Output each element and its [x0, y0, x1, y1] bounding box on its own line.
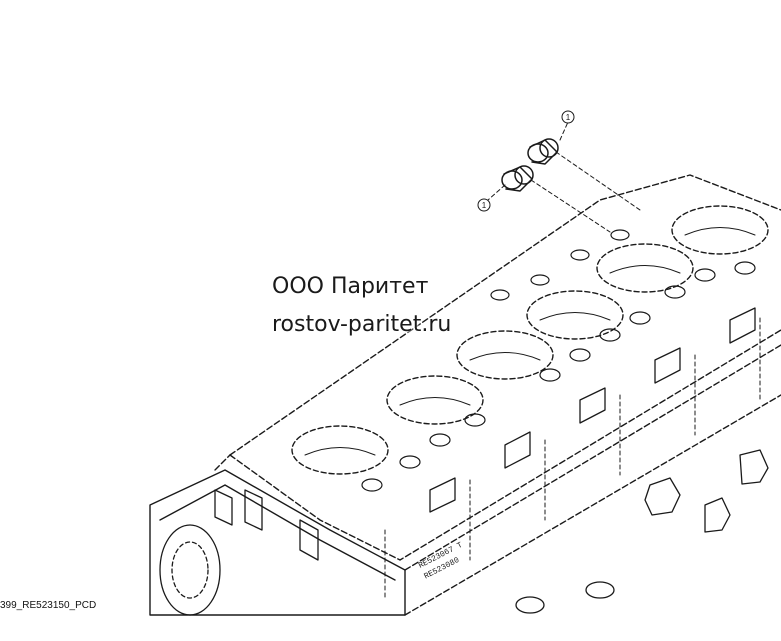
lower-fittings [159, 449, 769, 616]
cylinder-bores [291, 205, 769, 475]
cylinder-bore-1 [291, 425, 389, 475]
side-ribs [384, 317, 761, 601]
exploded-plug-lower [501, 165, 534, 192]
deck-holes [361, 229, 756, 492]
block-top-deck [214, 174, 781, 561]
callout-1: 1 [566, 113, 571, 122]
callout-1-circle [561, 110, 575, 124]
exploded-plug-upper [527, 138, 559, 165]
bore-details [304, 227, 756, 456]
side-pockets [214, 307, 756, 561]
callout-2-circle [477, 198, 491, 212]
block-side-face [149, 344, 781, 616]
watermark-site: rostov-paritet.ru [272, 312, 452, 337]
assembly-guide-lines [487, 121, 641, 233]
watermark-company: ООО Паритет [272, 274, 429, 299]
callout-marks [477, 110, 575, 212]
callout-2: 1 [482, 201, 487, 210]
cylinder-bore-5 [596, 243, 694, 293]
cylinder-bore-4 [526, 290, 624, 340]
cylinder-bore-6 [671, 205, 769, 255]
cylinder-bore-2 [386, 375, 484, 425]
drawing-reference: 399_RE523150_PCD [0, 600, 97, 611]
cylinder-bore-3 [456, 330, 554, 380]
